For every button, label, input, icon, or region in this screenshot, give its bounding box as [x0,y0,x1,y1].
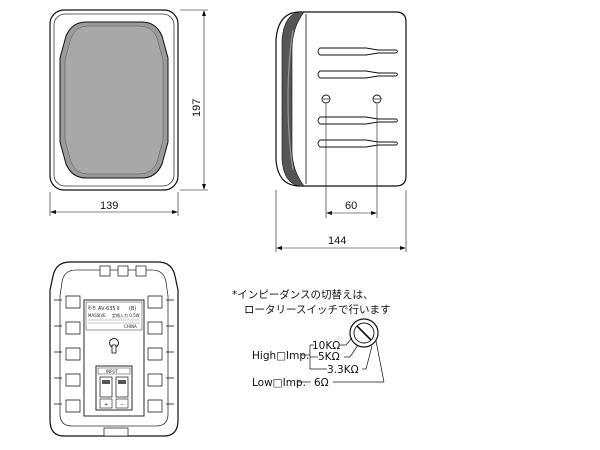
rear-rib-right-1 [147,295,163,309]
side-bezel-highlight [287,29,294,171]
front-width-arrow-right [172,210,178,214]
keyhole-slot [111,344,117,354]
tap-10k-leader [345,337,353,346]
side-depth-arrow-right [400,246,406,250]
side-depth-value: 144 [328,235,346,247]
front-cabinet-inner-edge [53,13,175,187]
input-polarity-minus-box [115,398,129,409]
rear-bottom-notch [103,427,129,437]
rear-rib-right-4 [147,373,163,387]
rear-spec-line: 定格入力 0.5W [112,312,140,318]
side-inner-value: 60 [345,200,357,212]
side-ventilation-slots [317,47,398,148]
rear-side-ribs [54,295,174,413]
side-view: 60 144 [275,11,407,252]
tap-10k-label: 10KΩ [312,340,340,352]
front-grille-inner [64,25,164,175]
input-polarity-minus: − [120,402,124,408]
rear-top-rib-3 [135,265,147,277]
input-label-box [97,367,131,375]
front-width-arrow-left [50,210,56,214]
side-cabinet-outline [275,11,407,187]
rear-inner-edge [59,269,169,427]
schematic-leader-lines [298,337,385,383]
tap-3k3-label: 3.3KΩ [327,364,359,376]
side-depth-arrow-left [276,246,282,250]
side-slot-3 [317,116,398,125]
side-slot-4 [317,139,398,148]
rear-rib-left-5 [65,399,81,413]
tap-5k-label: 5KΩ [318,351,340,363]
impedance-note: *インピーダンスの切替えは、 ロータリースイッチで行います [232,288,390,316]
note-line-2: ロータリースイッチで行います [244,303,390,316]
rear-model-prefix: 形名 [88,304,96,310]
side-slot-1 [317,47,398,56]
front-height-arrow-bottom [202,184,206,190]
rear-model-suffix: (B) [129,306,136,312]
rear-made-in: CHINA [124,324,137,329]
impedance-schematic: High□Imp. Low□Imp. 10KΩ 5KΩ 3.3KΩ 6Ω [252,318,385,389]
side-front-bezel [281,11,305,187]
input-label: INPUT [106,369,119,374]
input-polarity-plus: + [104,402,108,408]
tap-6-leader [375,340,385,383]
rear-rib-left-2 [65,321,81,335]
rear-view: 形名 AV-635 Ⅱ (B) MASSIVE 定格入力 0.5W CHINA … [49,261,179,437]
rear-rib-right-5 [147,399,163,413]
rotary-switch-slot-icon [356,325,372,341]
rear-rib-right-2 [147,321,163,335]
rear-top-rib-2 [117,265,129,277]
input-terminal-slots [102,380,126,384]
rear-rib-left-4 [65,373,81,387]
side-slot-2 [317,70,398,79]
rear-model-plate [85,301,143,331]
side-inner-arrow-left [326,211,332,215]
rear-rib-right-lines [166,299,174,405]
rear-top-rib-1 [99,265,111,277]
rear-maker: MASSIVE [88,313,106,318]
front-height-arrow-top [202,10,206,16]
rear-rib-left-lines [54,299,62,405]
front-view: 139 197 [49,9,208,216]
rear-rib-left-3 [65,347,81,361]
tap-5k-leader [349,344,359,358]
low-imp-label: Low□Imp. [252,377,306,389]
rear-rib-right-3 [147,347,163,361]
front-width-value: 139 [100,200,118,212]
side-inner-arrow-right [371,211,377,215]
rear-rib-left-1 [65,295,81,309]
note-line-1: *インピーダンスの切替えは、 [232,288,374,301]
tap-6-label: 6Ω [314,377,329,389]
rear-model-name: AV-635 Ⅱ [98,306,120,312]
high-imp-label: High□Imp. [252,350,309,362]
front-height-value: 197 [191,99,203,117]
tap-3k3-leader [365,345,373,370]
input-polarity-plus-box [99,398,113,409]
